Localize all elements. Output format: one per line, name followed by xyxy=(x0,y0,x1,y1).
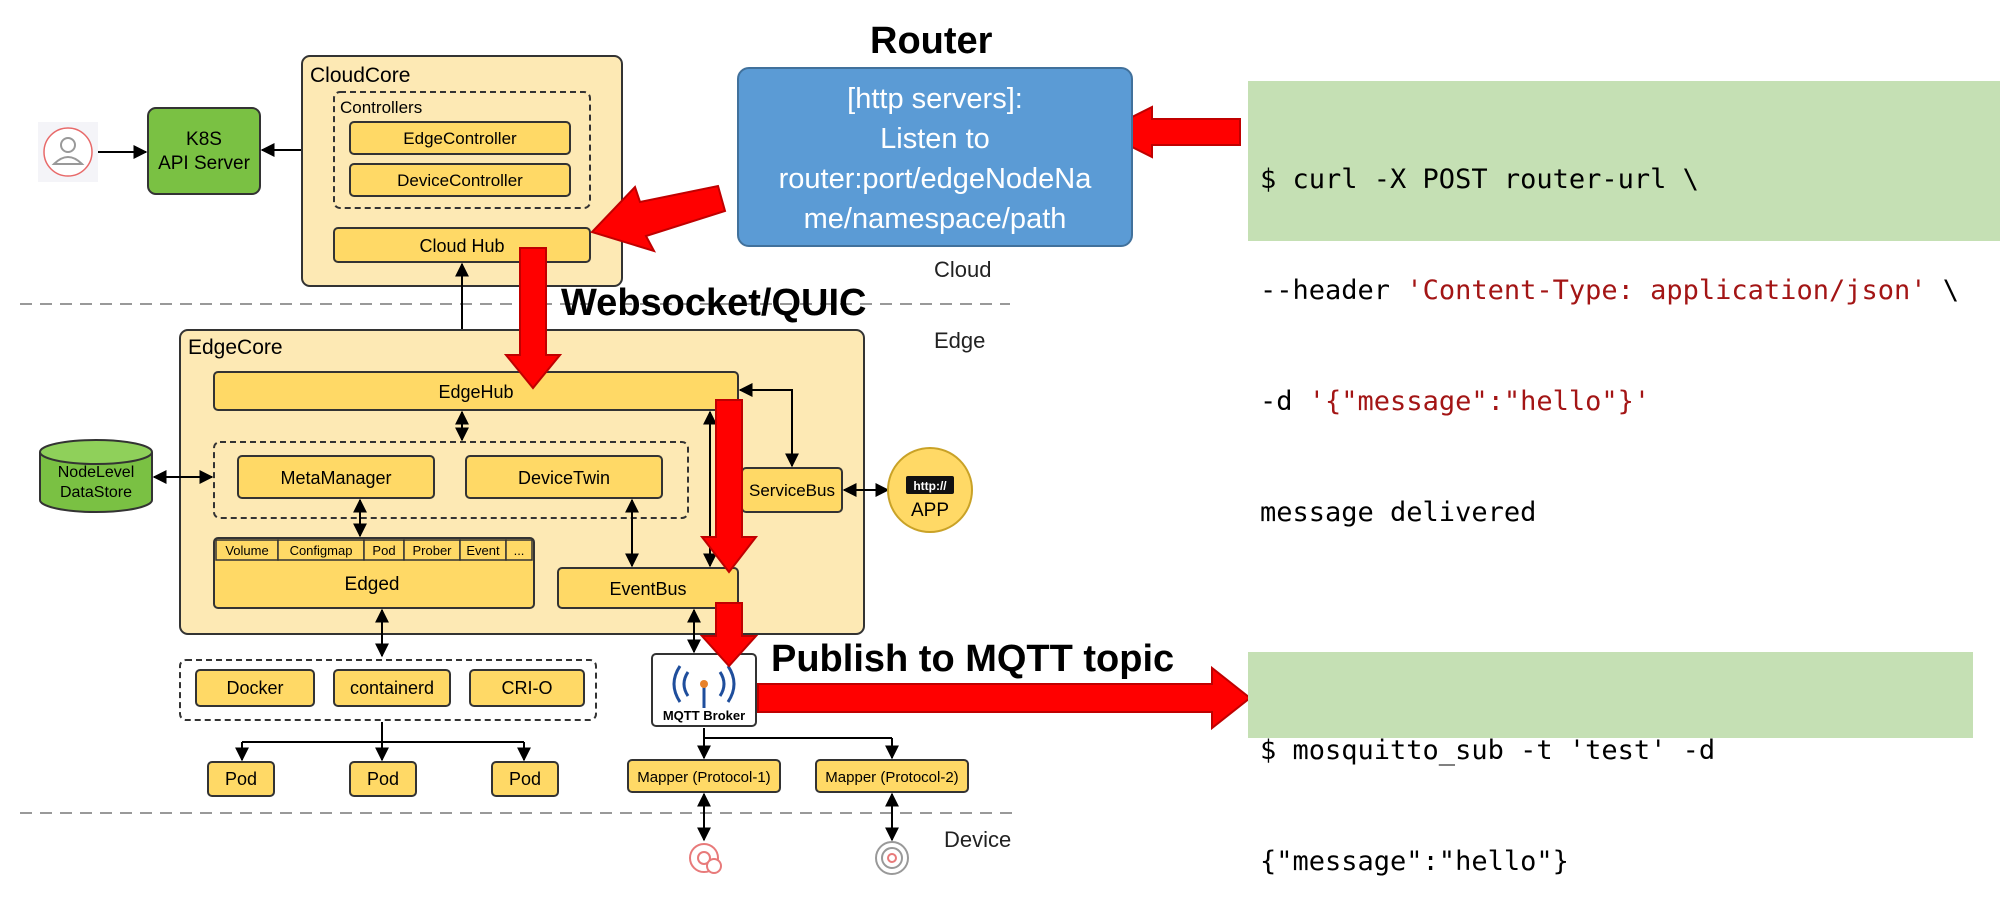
router-line-1: [http servers]: xyxy=(847,83,1023,115)
curl-line-3: -d '{"message":"hello"}' xyxy=(1260,383,1988,420)
edgecore-title: EdgeCore xyxy=(188,336,283,359)
runtime-crio-box xyxy=(469,669,585,707)
user-icon xyxy=(38,122,98,182)
edged-label: Edged xyxy=(345,574,400,595)
edged-tab-volume: Volume xyxy=(225,543,268,558)
mqtt-antenna-icon xyxy=(672,665,736,708)
runtimes-pods-connector xyxy=(235,722,531,762)
event-bus-label: EventBus xyxy=(609,579,686,599)
pod-3-box xyxy=(491,761,559,797)
mapper-2-label: Mapper (Protocol-2) xyxy=(825,769,958,786)
app-badge-label: http:// xyxy=(913,479,947,493)
app-label: APP xyxy=(911,500,949,521)
modules-group xyxy=(213,441,689,519)
datastore-line1: NodeLevel xyxy=(58,464,135,481)
edged-tab-prober: Prober xyxy=(412,543,452,558)
device-1-icon xyxy=(689,843,722,874)
zone-label-device: Device xyxy=(944,827,1011,852)
k8s-api-server-box xyxy=(147,107,261,195)
edged-tab-more: ... xyxy=(514,543,525,558)
cloudhub-to-edgehub-red-arrow xyxy=(503,247,563,390)
curl-line-2-header-value: 'Content-Type: application/json' xyxy=(1406,275,1927,306)
edged-tab-pod: Pod xyxy=(372,543,395,558)
runtime-crio-label: CRI-O xyxy=(502,678,553,698)
curl-line-3-prefix: -d xyxy=(1260,386,1309,417)
edge-controller-label: EdgeController xyxy=(403,129,517,148)
curl-line-2-suffix: \ xyxy=(1926,275,1959,306)
datastore-line2: DataStore xyxy=(60,484,132,501)
mosquitto-terminal: $ mosquitto_sub -t 'test' -d {"message":… xyxy=(1248,652,1973,877)
mosquitto-line-1: $ mosquitto_sub -t 'test' -d xyxy=(1260,735,1716,766)
zone-label-edge: Edge xyxy=(934,328,985,353)
edge-controller-box xyxy=(349,121,571,155)
edged-tabs xyxy=(215,539,533,561)
curl-line-2: --header 'Content-Type: application/json… xyxy=(1260,272,1988,309)
mosquitto-line-2: {"message":"hello"} xyxy=(1260,846,1569,877)
edged-tab-event: Event xyxy=(466,543,500,558)
k8s-api-server-line2: API Server xyxy=(158,153,251,174)
mapper-1-label: Mapper (Protocol-1) xyxy=(637,769,770,786)
pod-3-label: Pod xyxy=(509,769,541,789)
router-box: [http servers]: Listen to router:port/ed… xyxy=(737,67,1133,247)
router-line-2: Listen to xyxy=(880,123,990,155)
datastore-cylinder xyxy=(39,439,153,513)
runtime-docker-label: Docker xyxy=(226,678,283,698)
router-title: Router xyxy=(870,20,993,62)
meta-manager-box xyxy=(237,455,435,499)
controllers-group xyxy=(333,91,591,209)
pod-2-label: Pod xyxy=(367,769,399,789)
mqtt-antenna-dot xyxy=(700,680,708,688)
zone-label-cloud: Cloud xyxy=(934,257,991,282)
publish-mqtt-label: Publish to MQTT topic xyxy=(771,638,1175,680)
pod-1-label: Pod xyxy=(225,769,257,789)
curl-line-2-prefix: --header xyxy=(1260,275,1407,306)
cloudcore-title: CloudCore xyxy=(310,64,410,87)
runtime-docker-box xyxy=(195,669,315,707)
eventbus-to-mqtt-red-arrow xyxy=(699,602,759,668)
edgehub-to-eventbus-red-arrow xyxy=(699,399,759,574)
edgehub-servicebus-arrow xyxy=(738,383,799,468)
curl-line-4: message delivered xyxy=(1260,497,1537,528)
device-controller-box xyxy=(349,163,571,197)
curl-line-1: $ curl -X POST router-url \ xyxy=(1260,164,1699,195)
mapper-2-box xyxy=(815,759,969,793)
pod-1-box xyxy=(207,761,275,797)
router-line-4: me/namespace/path xyxy=(803,203,1067,235)
pod-2-box xyxy=(349,761,417,797)
mqtt-broker-label: MQTT Broker xyxy=(663,708,745,723)
router-to-cloudhub-red-arrow xyxy=(590,184,727,253)
device-twin-box xyxy=(465,455,663,499)
device-controller-label: DeviceController xyxy=(397,171,523,190)
runtime-containerd-label: containerd xyxy=(350,678,434,698)
mqtt-to-subscriber-red-arrow xyxy=(757,665,1252,731)
mapper-1-box xyxy=(627,759,781,793)
curl-line-3-body: '{"message":"hello"}' xyxy=(1308,386,1651,417)
websocket-quic-label: Websocket/QUIC xyxy=(561,282,867,324)
curl-terminal: $ curl -X POST router-url \ --header 'Co… xyxy=(1248,81,2000,528)
edge-hub-box xyxy=(213,371,739,411)
service-bus-label: ServiceBus xyxy=(749,481,835,500)
edge-hub-label: EdgeHub xyxy=(438,382,513,402)
runtime-containerd-box xyxy=(333,669,451,707)
architecture-diagram: Cloud Edge Device K8S API Server CloudCo… xyxy=(20,55,1252,875)
device-twin-label: DeviceTwin xyxy=(518,468,610,488)
controllers-label: Controllers xyxy=(340,98,422,117)
device-2-icon xyxy=(875,841,909,875)
k8s-api-server-line1: K8S xyxy=(186,129,222,150)
router-line-3: router:port/edgeNodeNa xyxy=(778,163,1092,195)
cloud-hub-label: Cloud Hub xyxy=(419,236,504,256)
meta-manager-label: MetaManager xyxy=(280,468,391,488)
runtimes-group xyxy=(179,659,597,721)
edged-tab-configmap: Configmap xyxy=(290,543,353,558)
mqtt-mappers-connector xyxy=(697,728,899,760)
event-bus-box xyxy=(557,567,739,609)
app-badge-box xyxy=(906,476,954,494)
